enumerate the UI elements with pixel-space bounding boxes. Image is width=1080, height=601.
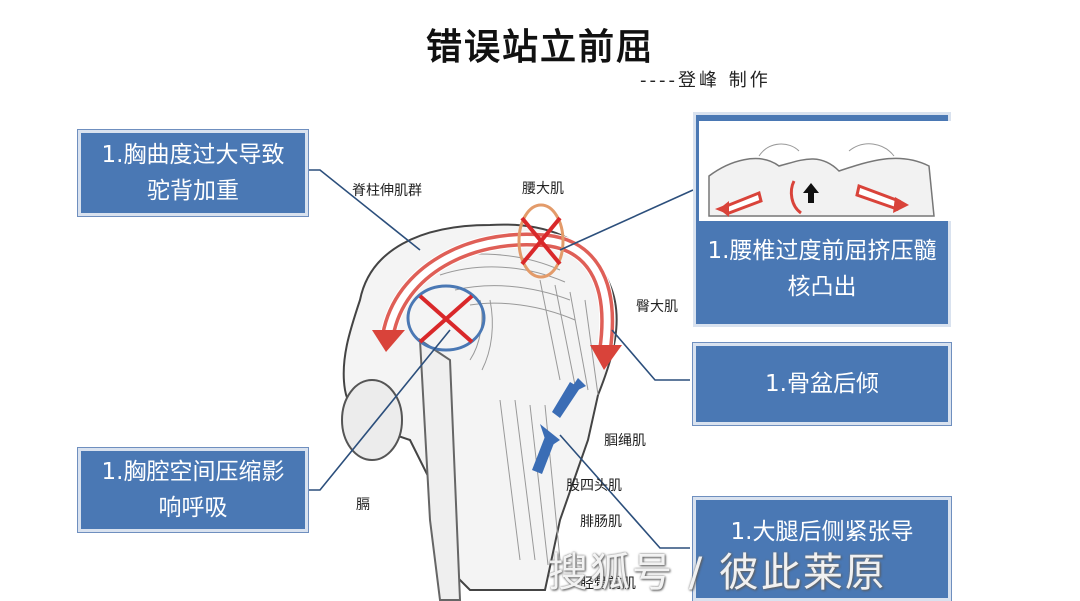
label-popliteal: 腘绳肌: [604, 433, 646, 449]
lumbar-callout-text: 1.腰椎过度前屈挤压髓核凸出: [707, 238, 937, 300]
arrow-head-left: [372, 330, 405, 352]
label-diaphragm: 膈: [356, 497, 370, 513]
pelvis-callout: 1.骨盆后倾: [693, 343, 951, 425]
label-gastrocnemius: 腓肠肌: [580, 514, 622, 530]
hamstring-callout: 1.大腿后侧紧张导: [693, 497, 951, 601]
thoracic-curve-callout: 1.胸曲度过大导致驼背加重: [78, 130, 308, 216]
label-erector-spinae: 脊柱伸肌群: [352, 183, 422, 199]
lumbar-inset: 1.腰椎过度前屈挤压髓核凸出: [693, 112, 951, 327]
label-gluteus: 臀大肌: [636, 299, 678, 315]
label-tibialis: 胫骨前肌: [580, 576, 636, 592]
psoas-circle: [517, 203, 565, 279]
thoracic-space-text: 1.胸腔空间压缩影响呼吸: [101, 459, 285, 521]
thorax-circle: [406, 284, 486, 352]
spine-illustration: [699, 121, 951, 221]
label-psoas: 腰大肌: [522, 181, 564, 197]
thoracic-curve-text: 1.胸曲度过大导致驼背加重: [101, 142, 285, 204]
leader-lines: [306, 169, 694, 549]
head-shape: [341, 379, 403, 461]
arm-shape: [418, 338, 462, 601]
arrow-head-right: [590, 345, 622, 370]
pelvis-text: 1.骨盆后倾: [765, 371, 879, 397]
author-credit: ----登峰 制作: [640, 70, 771, 91]
thoracic-space-callout: 1.胸腔空间压缩影响呼吸: [78, 448, 308, 532]
label-quadriceps: 股四头肌: [566, 478, 622, 494]
hamstring-text: 1.大腿后侧紧张导: [730, 519, 914, 545]
body-outline: [342, 223, 618, 591]
page-title: 错误站立前屈: [425, 27, 654, 68]
watermark-text: 搜狐号 / 彼此莱原: [548, 550, 887, 596]
